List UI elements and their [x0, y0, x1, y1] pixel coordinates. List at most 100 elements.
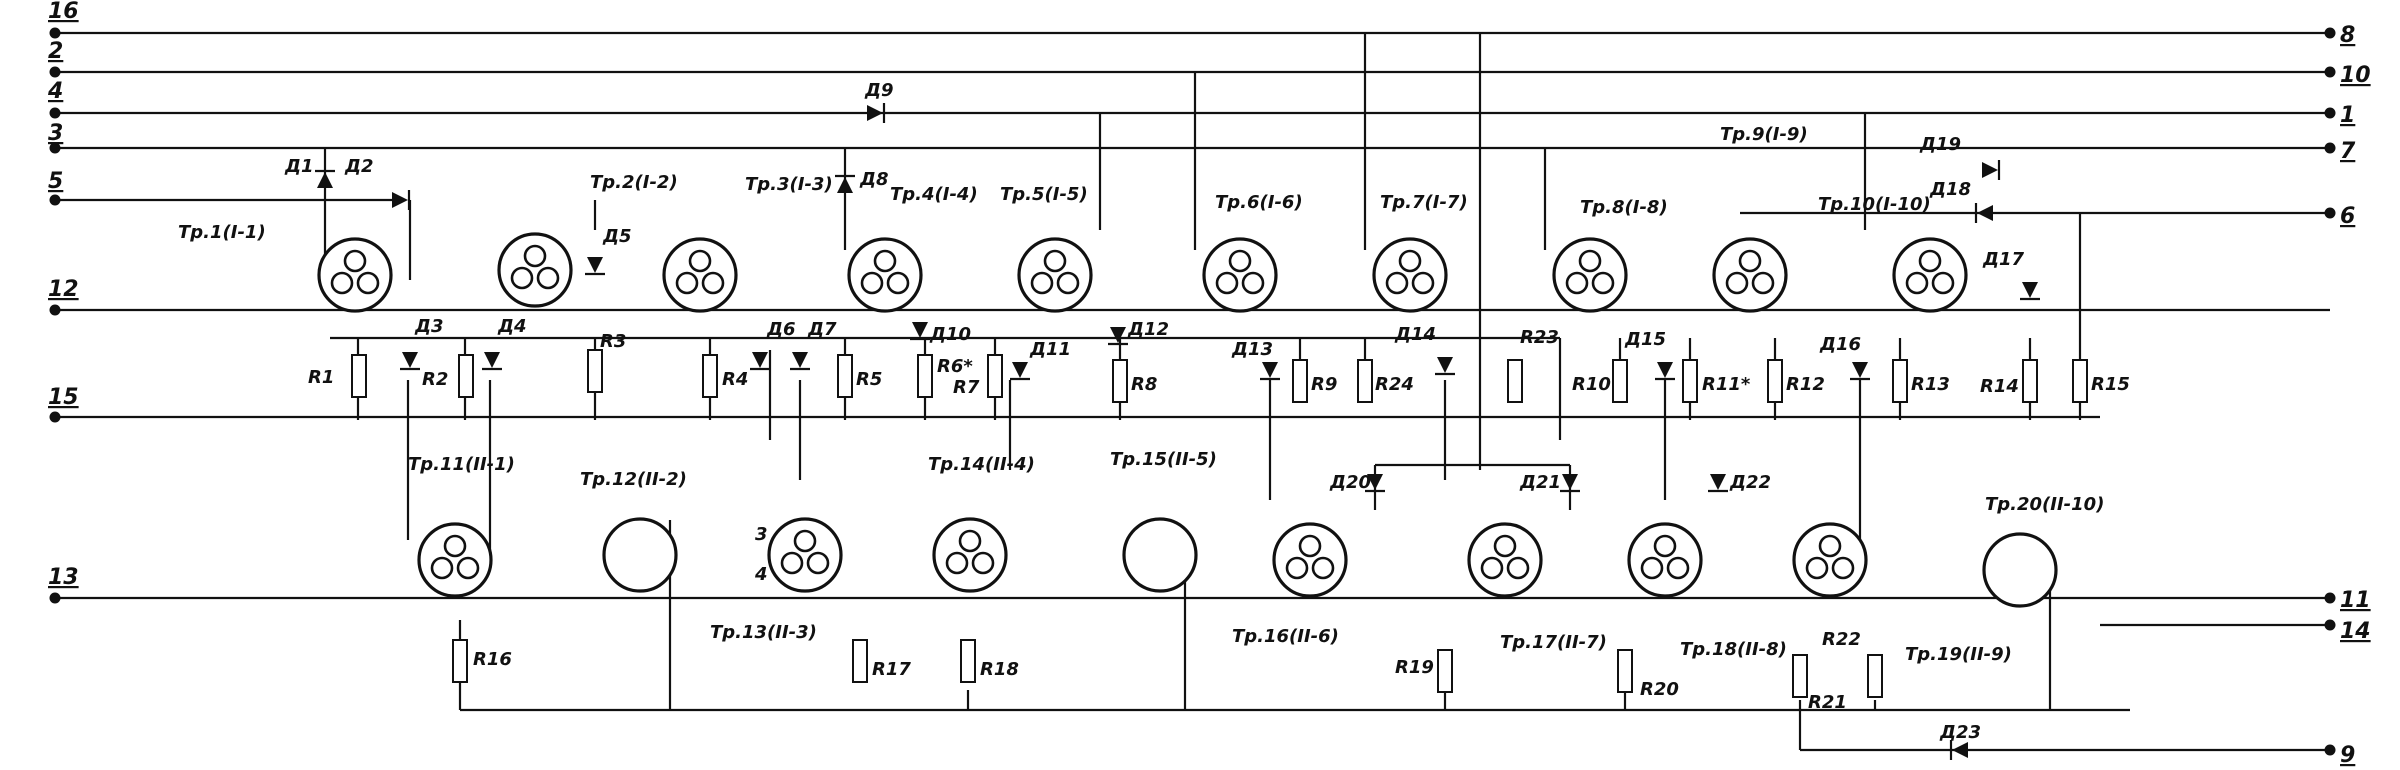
transistors	[317, 232, 2058, 608]
diode-d18	[1974, 203, 1993, 223]
terminal-label: 3	[48, 121, 63, 146]
diode-d12	[1108, 327, 1128, 346]
resistor-r19	[1437, 649, 1453, 693]
terminal-label: 11	[2340, 588, 2371, 613]
diode-d14	[1435, 357, 1455, 376]
transistor-label: Tp.1(I-1)	[178, 222, 266, 243]
resistor-r2	[458, 354, 474, 398]
pin-label: 4	[754, 564, 768, 585]
diode-d13	[1260, 362, 1280, 381]
terminal-label: 9	[2340, 743, 2355, 768]
resistor-label: R4	[722, 369, 748, 390]
pin-labels: 3 4	[754, 524, 768, 585]
transistor-tp2b	[662, 237, 738, 313]
transistor-tp16	[1272, 522, 1348, 598]
diode-label: Д21	[1519, 472, 1561, 493]
terminal-dot	[49, 304, 61, 316]
diode-label: Д14	[1394, 324, 1436, 345]
resistor-label: R14	[1980, 376, 2019, 397]
transistor-label: Tp.7(I-7)	[1380, 192, 1468, 213]
terminal-label: 15	[48, 385, 79, 410]
diode-d4	[482, 352, 502, 371]
diode-label: Д15	[1624, 329, 1666, 350]
transistor-tp17	[1467, 522, 1543, 598]
resistor-r14	[2022, 359, 2038, 403]
diodes	[315, 103, 2040, 760]
transistor-tp20	[1982, 532, 2058, 608]
diode-label: Д4	[497, 316, 527, 337]
resistor-label: R16	[473, 649, 512, 670]
resistor-r13	[1892, 359, 1908, 403]
diode-d11	[1010, 362, 1030, 381]
diode-d22	[1708, 474, 1728, 493]
resistor-label: R9	[1311, 374, 1337, 395]
terminal-label: 7	[2340, 139, 2356, 164]
transistor-tp14	[932, 517, 1008, 593]
terminal-dot	[49, 142, 61, 154]
resistor-r10	[1612, 359, 1628, 403]
resistor-label: R6*	[937, 356, 973, 377]
transistor-label: Tp.5(I-5)	[1000, 184, 1088, 205]
diode-d6	[750, 352, 770, 371]
transistor-label: Tp.6(I-6)	[1215, 192, 1303, 213]
resistor-label: R3	[600, 331, 626, 352]
diode-d5	[585, 257, 605, 276]
terminal-dot	[49, 194, 61, 206]
transistor-tp19	[1792, 522, 1868, 598]
diode-label: Д6	[766, 319, 796, 340]
transistor-tp12	[602, 517, 678, 593]
diode-label: Д12	[1127, 319, 1169, 340]
terminal-dot	[2324, 592, 2336, 604]
transistor-label: Tp.2(I-2)	[590, 172, 678, 193]
terminal-label: 12	[48, 277, 79, 302]
diode-d10	[910, 322, 930, 341]
transistor-tp15	[1122, 517, 1198, 593]
transistor-label: Tp.4(I-4)	[890, 184, 978, 205]
resistor-r24	[1357, 359, 1373, 403]
transistor-tp7	[1372, 237, 1448, 313]
diode-label: Д3	[414, 316, 444, 337]
resistor-r20	[1617, 649, 1633, 693]
resistor-label: R11*	[1702, 374, 1751, 395]
resistor-r11	[1682, 359, 1698, 403]
terminal-dot	[2324, 107, 2336, 119]
resistor-labels: R1 R2 R3 R4 R5 R6* R7 R8 R9 R10 R11* R12…	[308, 327, 2130, 713]
diode-label: Д8	[859, 169, 889, 190]
terminal-dot	[49, 411, 61, 423]
terminal-label: 14	[2340, 619, 2371, 644]
diode-d7	[790, 352, 810, 371]
diode-d15	[1655, 362, 1675, 381]
diode-d16	[1850, 362, 1870, 381]
transistor-tp5	[1017, 237, 1093, 313]
resistor-label: R7	[953, 377, 980, 398]
diode-label: Д9	[864, 80, 894, 101]
transistor-tp9	[1712, 237, 1788, 313]
diode-label: Д20	[1329, 472, 1371, 493]
transistor-tp6	[1202, 237, 1278, 313]
terminals-left: 16 2 4 3 5 12 15 13	[47, 0, 79, 604]
resistor-r7	[987, 354, 1003, 398]
terminal-dot	[2324, 142, 2336, 154]
resistor-r22	[1867, 654, 1883, 698]
terminal-dot	[49, 66, 61, 78]
terminal-label: 16	[48, 0, 79, 24]
resistor-label: R13	[1911, 374, 1950, 395]
transistor-tp1	[317, 237, 393, 313]
resistor-label: R12	[1786, 374, 1825, 395]
transistor-tp8	[1552, 237, 1628, 313]
resistor-label: R22	[1822, 629, 1861, 650]
resistor-label: R1	[308, 367, 334, 388]
resistor-label: R19	[1395, 657, 1434, 678]
diode-d19	[1982, 160, 2001, 180]
resistors	[351, 349, 2088, 698]
transistor-label: Tp.16(II-6)	[1232, 626, 1339, 647]
diode-label: Д1	[284, 156, 314, 177]
diode-label: Д7	[807, 319, 837, 340]
terminal-label: 8	[2340, 23, 2355, 48]
transistor-label: Tp.14(II-4)	[928, 454, 1035, 475]
diode-d3	[400, 352, 420, 371]
transistor-label: Tp.9(I-9)	[1720, 124, 1808, 145]
bus-lines	[55, 31, 2330, 600]
transistor-label: Tp.12(II-2)	[580, 469, 687, 490]
diode-label: Д19	[1919, 134, 1961, 155]
